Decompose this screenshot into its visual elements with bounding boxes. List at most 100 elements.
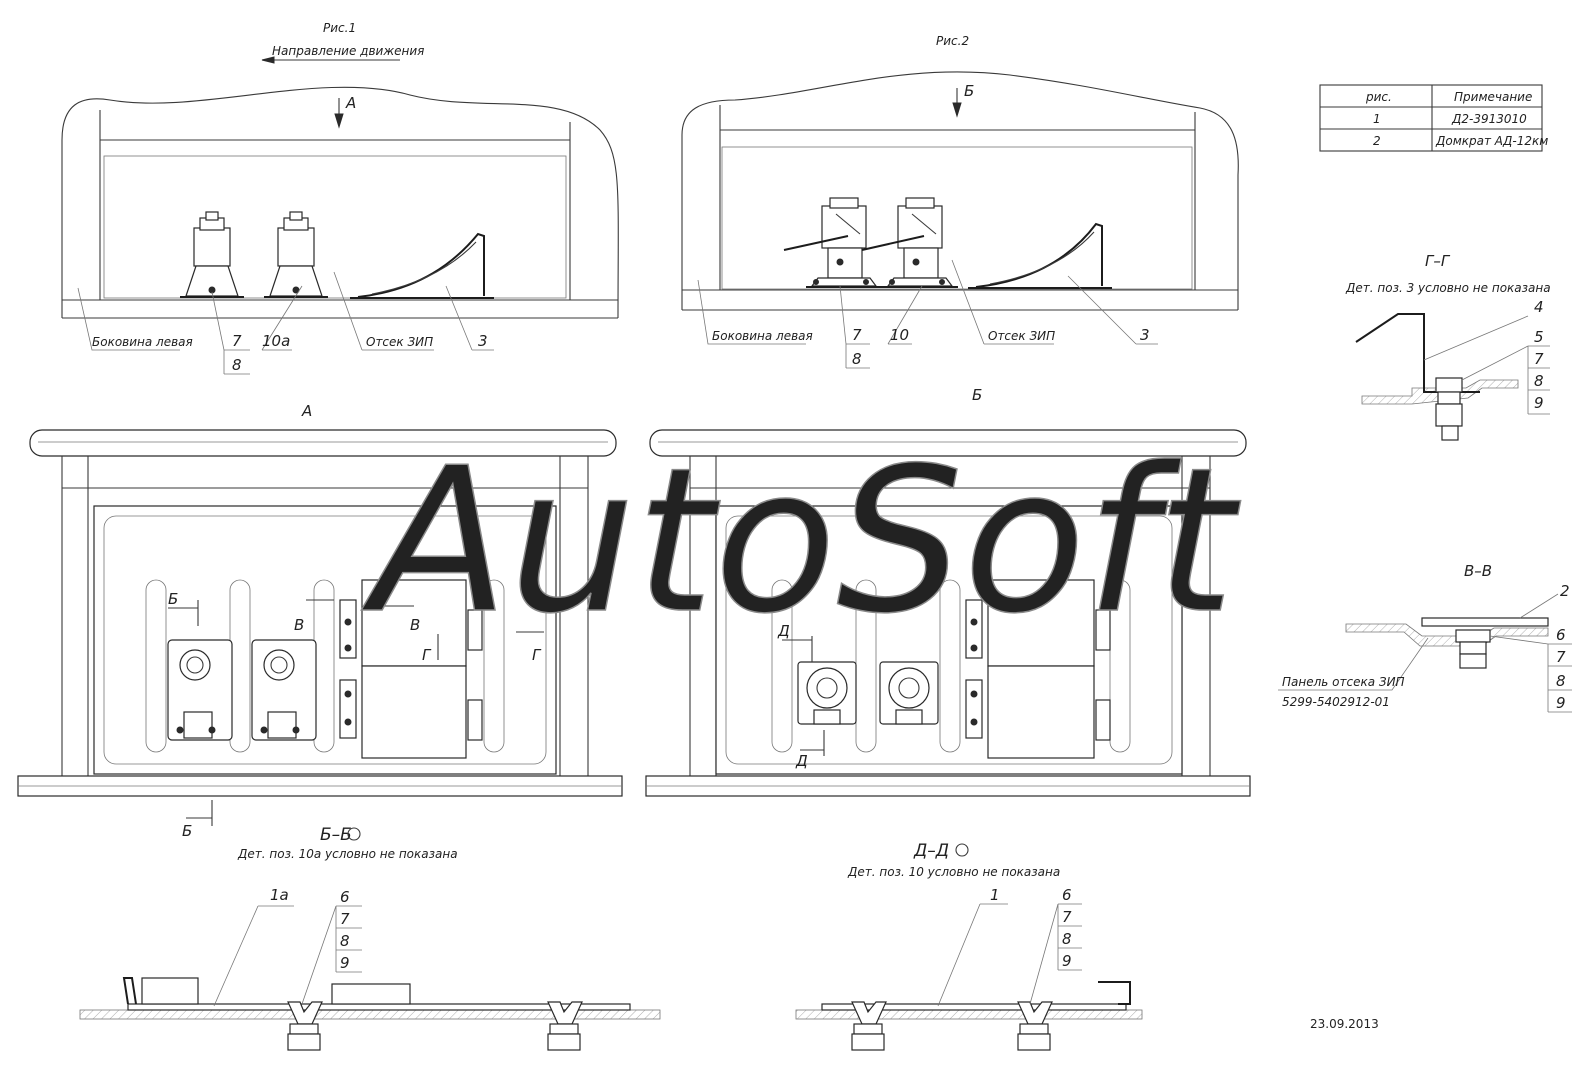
spec-table-header-fig: рис. <box>1365 90 1392 104</box>
label-dd-1: 1 <box>990 886 1000 904</box>
cut-mark-d-bottom: Д <box>795 752 808 770</box>
label-vv-8: 8 <box>1556 672 1566 690</box>
bolt-dd-2 <box>1017 1001 1053 1051</box>
jack-base-a-right <box>251 639 317 741</box>
label-gg-7: 7 <box>1534 350 1544 368</box>
view-b-title: Б <box>972 386 982 404</box>
label-pos-8: 8 <box>232 356 242 374</box>
direction-arrow-head <box>261 56 275 64</box>
cut-mark-g-left: Г <box>422 646 432 664</box>
label-pos-10a: 10а <box>262 332 290 350</box>
figure-1-title: Рис.1 <box>323 21 356 35</box>
section-gg-title: Г–Г <box>1425 252 1451 270</box>
bolt-dd-1 <box>851 1001 887 1051</box>
label-pos-3: 3 <box>478 332 488 350</box>
view-a-arrow-label: А <box>345 94 356 112</box>
jack-base-b-left <box>797 661 857 725</box>
compartment-back-panel-1 <box>103 155 567 299</box>
nut-gg <box>1435 403 1463 427</box>
label-vv-panel: Панель отсека ЗИП <box>1282 675 1405 689</box>
label-vv-9: 9 <box>1556 694 1566 712</box>
label-dd-9: 9 <box>1062 952 1072 970</box>
compartment-outline-2 <box>681 71 1239 310</box>
chock-box-lower-b <box>987 665 1095 759</box>
view-a-arrow <box>334 113 344 129</box>
label-dd-6: 6 <box>1062 886 1072 904</box>
label-bb-1a: 1а <box>270 886 289 904</box>
figure-2-title: Рис.2 <box>936 34 969 48</box>
label-vv-6: 6 <box>1556 626 1566 644</box>
section-bb-note: Дет. поз. 10а условно не показана <box>237 847 458 861</box>
section-gg: Г–Г Дет. поз. 3 условно не показана 4 5 … <box>1345 252 1551 441</box>
spec-table-header-note: Примечание <box>1454 90 1532 104</box>
jack-10a-right <box>264 211 328 298</box>
spec-table-row-2-note: Домкрат АД-12км <box>1435 134 1548 148</box>
chock-box-lower-a <box>361 665 467 759</box>
label-vv-panel-code: 5299-5402912-01 <box>1282 695 1390 709</box>
label-spare-compartment-1: Отсек ЗИП <box>366 335 433 349</box>
label-pos-3-fig2: 3 <box>1140 326 1150 344</box>
section-vv-title: В–В <box>1464 562 1492 580</box>
drawing-date: 23.09.2013 <box>1310 1017 1379 1031</box>
cut-mark-b-bottom: Б <box>182 822 192 840</box>
bolt-bb-2 <box>547 1001 583 1051</box>
chock-box-upper-a <box>361 579 467 667</box>
wheel-chock-3 <box>357 232 485 298</box>
cut-mark-d-top: Д <box>777 622 790 640</box>
jack-base-b-right <box>879 661 939 725</box>
label-pos-10-fig2: 10 <box>890 326 909 344</box>
label-vv-2: 2 <box>1560 582 1570 600</box>
figure-2: Рис.2 Б <box>681 34 1239 369</box>
view-a: А <box>17 402 623 840</box>
spec-table-row-1-fig: 1 <box>1373 112 1381 126</box>
plate-1 <box>821 1003 1127 1011</box>
watermark: AutoSoft <box>361 425 1241 658</box>
cut-mark-g-right: Г <box>532 646 542 664</box>
direction-label: Направление движения <box>272 44 424 58</box>
view-a-title: А <box>301 402 312 420</box>
wheel-chock-3-fig2 <box>975 222 1103 288</box>
hydraulic-jack-right <box>861 197 958 288</box>
label-gg-9: 9 <box>1534 394 1544 412</box>
label-pos-8-fig2: 8 <box>852 350 862 368</box>
label-pos-7-fig2: 7 <box>852 326 862 344</box>
view-b-arrow-label: Б <box>964 82 974 100</box>
cut-mark-v-left: В <box>294 616 304 634</box>
washer-gg <box>1435 377 1463 393</box>
view-b: Б <box>645 386 1251 797</box>
figure-1: Рис.1 Направление движения А <box>61 21 619 375</box>
compartment-back-panel-2 <box>721 146 1193 290</box>
label-dd-8: 8 <box>1062 930 1072 948</box>
label-bb-8: 8 <box>340 932 350 950</box>
section-vv: В–В 2 6 7 8 9 Панель отсека ЗИП 5299-540… <box>1278 562 1572 713</box>
bolt-bb-1 <box>287 1001 323 1051</box>
section-gg-note: Дет. поз. 3 условно не показана <box>1345 281 1551 295</box>
spec-table-row-1-note: Д2-3913010 <box>1451 112 1527 126</box>
section-dd: Д–Д Дет. поз. 10 условно не показана 1 6… <box>795 841 1143 1051</box>
section-dd-note: Дет. поз. 10 условно не показана <box>847 865 1060 879</box>
label-left-side-2: Боковина левая <box>712 329 813 343</box>
jack-10a-left <box>180 211 244 298</box>
cut-mark-v-right: В <box>410 616 420 634</box>
label-gg-8: 8 <box>1534 372 1544 390</box>
spec-table: рис. Примечание 1 Д2-3913010 2 Домкрат А… <box>1319 84 1548 152</box>
label-spare-compartment-2: Отсек ЗИП <box>988 329 1055 343</box>
label-dd-7: 7 <box>1062 908 1072 926</box>
section-bb: Б–Б Дет. поз. 10а условно не показана 1а… <box>79 825 661 1051</box>
label-pos-7: 7 <box>232 332 242 350</box>
hydraulic-jack-left <box>783 197 882 288</box>
nut-vv <box>1459 653 1487 669</box>
label-gg-4: 4 <box>1534 298 1544 316</box>
chock-box-upper-b <box>987 579 1095 667</box>
section-dd-title: Д–Д <box>913 841 949 861</box>
spec-table-row-2-fig: 2 <box>1373 134 1381 148</box>
label-bb-6: 6 <box>340 888 350 906</box>
view-b-arrow <box>952 102 962 118</box>
label-left-side-1: Боковина левая <box>92 335 193 349</box>
label-vv-7: 7 <box>1556 648 1566 666</box>
jack-base-a-left <box>167 639 233 741</box>
plate-2 <box>1421 617 1549 627</box>
label-bb-7: 7 <box>340 910 350 928</box>
section-bb-title: Б–Б <box>320 825 352 845</box>
